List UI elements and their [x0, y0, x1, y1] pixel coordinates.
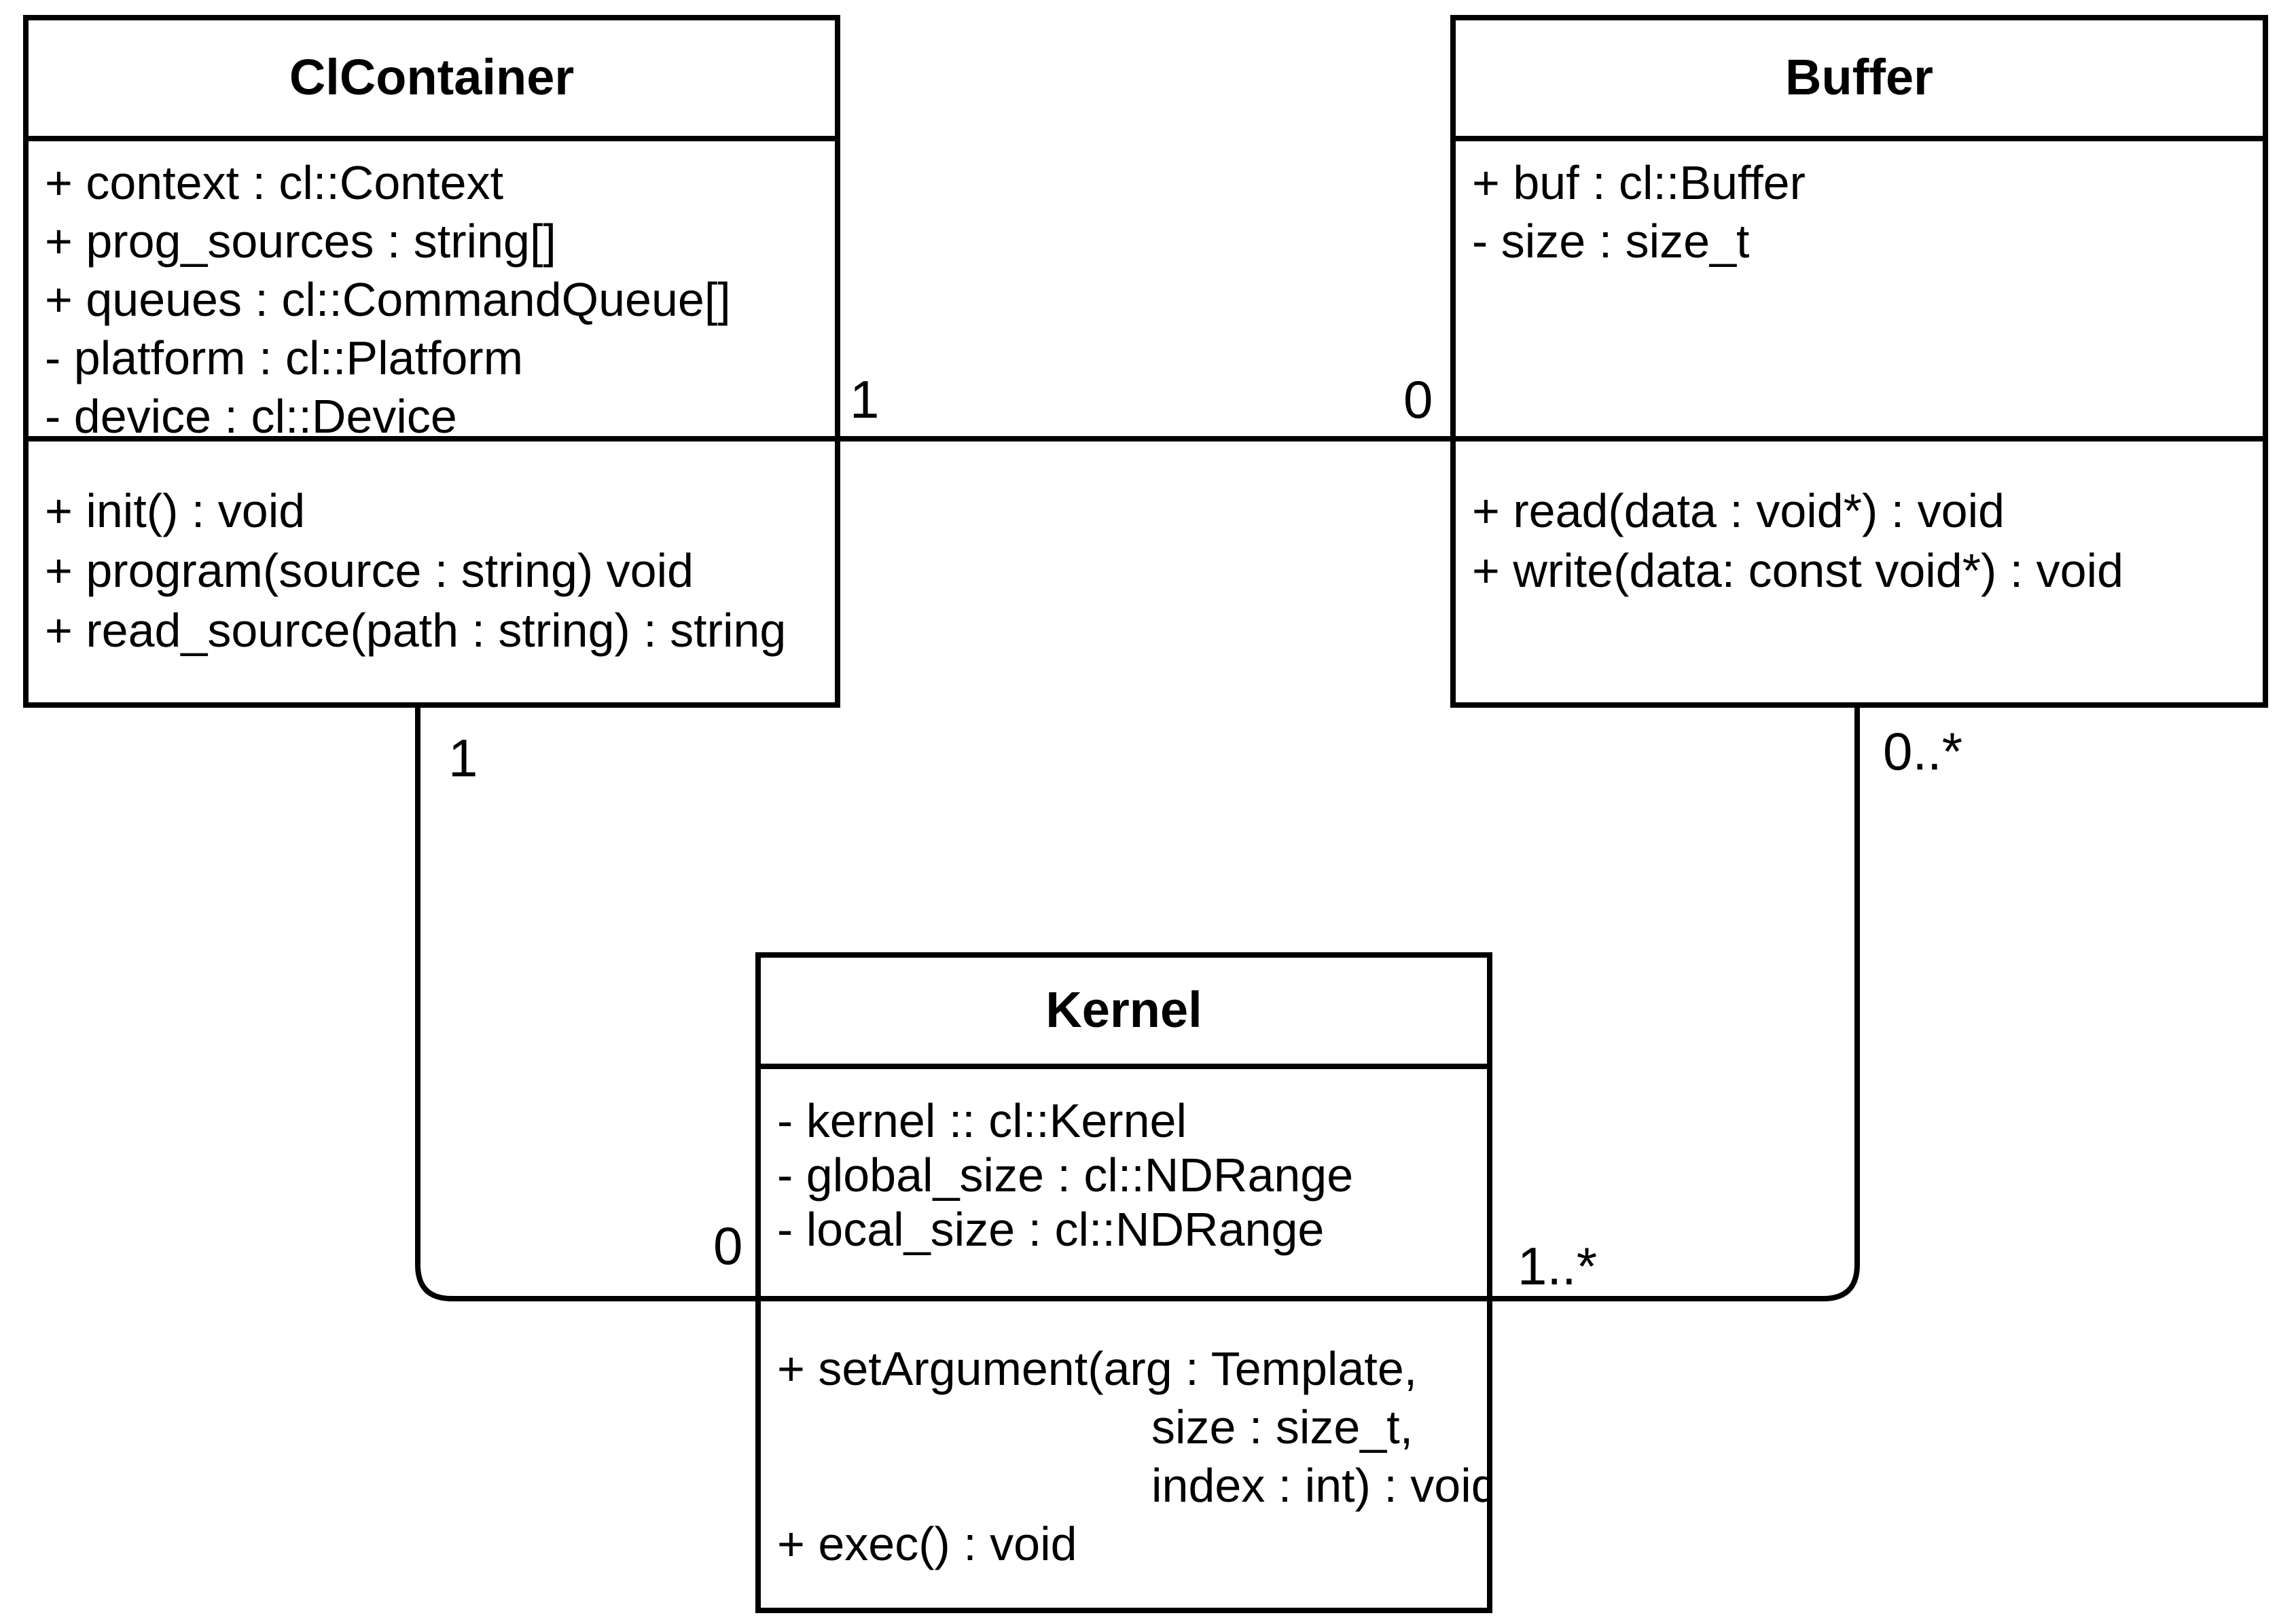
attribute-line: - platform : cl::Platform: [45, 331, 524, 384]
multiplicity-buffer-kernel-top: 0..*: [1883, 721, 1963, 781]
methods-compartment-kernel: + setArgument(arg : Template, size : siz…: [761, 1301, 1487, 1608]
multiplicity-clcontainer-kernel-top: 1: [448, 728, 478, 788]
method-line: + init() : void: [45, 484, 306, 537]
methods-compartment-buffer: + read(data : void*) : void + write(data…: [1456, 441, 2263, 702]
attribute-line: - local_size : cl::NDRange: [777, 1203, 1325, 1256]
attribute-line: - device : cl::Device: [45, 390, 457, 441]
methods-compartment-clcontainer: + init() : void + program(source : strin…: [29, 441, 835, 702]
multiplicity-clcontainer-buffer-left: 1: [850, 369, 880, 429]
attribute-line: + context : cl::Context: [45, 156, 504, 209]
attribute-line: - global_size : cl::NDRange: [777, 1149, 1354, 1202]
method-line: + read(data : void*) : void: [1472, 484, 2005, 537]
attributes-compartment-clcontainer: + context : cl::Context + prog_sources :…: [29, 141, 835, 441]
attribute-line: + prog_sources : string[]: [45, 215, 556, 268]
multiplicity-clcontainer-buffer-right: 0: [1403, 369, 1433, 429]
class-box-kernel: Kernel - kernel :: cl::Kernel - global_s…: [755, 952, 1492, 1613]
association-clcontainer-kernel: [415, 705, 758, 1301]
method-line: + write(data: const void*) : void: [1472, 544, 2124, 597]
class-title-kernel: Kernel: [761, 958, 1487, 1069]
multiplicity-buffer-kernel-bottom: 1..*: [1518, 1236, 1598, 1296]
multiplicity-clcontainer-kernel-bottom: 0: [713, 1216, 743, 1276]
association-buffer-kernel: [1490, 705, 1860, 1301]
attributes-compartment-kernel: - kernel :: cl::Kernel - global_size : c…: [761, 1069, 1487, 1301]
method-line: + exec() : void: [777, 1517, 1077, 1570]
method-line: + program(source : string) void: [45, 544, 694, 597]
method-line: + setArgument(arg : Template,: [777, 1342, 1418, 1395]
method-line: + read_source(path : string) : string: [45, 604, 787, 657]
method-line-continuation: index : int) : void: [1151, 1459, 1487, 1512]
method-line-continuation: size : size_t,: [1151, 1401, 1414, 1454]
attribute-line: - kernel :: cl::Kernel: [777, 1094, 1187, 1147]
class-box-buffer: Buffer + buf : cl::Buffer - size : size_…: [1450, 15, 2268, 708]
class-box-clcontainer: ClContainer + context : cl::Context + pr…: [23, 15, 840, 708]
attribute-line: - size : size_t: [1472, 215, 1750, 268]
attribute-line: + queues : cl::CommandQueue[]: [45, 273, 731, 326]
class-title-clcontainer: ClContainer: [29, 20, 835, 141]
class-title-buffer: Buffer: [1456, 20, 2263, 141]
attributes-compartment-buffer: + buf : cl::Buffer - size : size_t: [1456, 141, 2263, 441]
attribute-line: + buf : cl::Buffer: [1472, 156, 1806, 209]
